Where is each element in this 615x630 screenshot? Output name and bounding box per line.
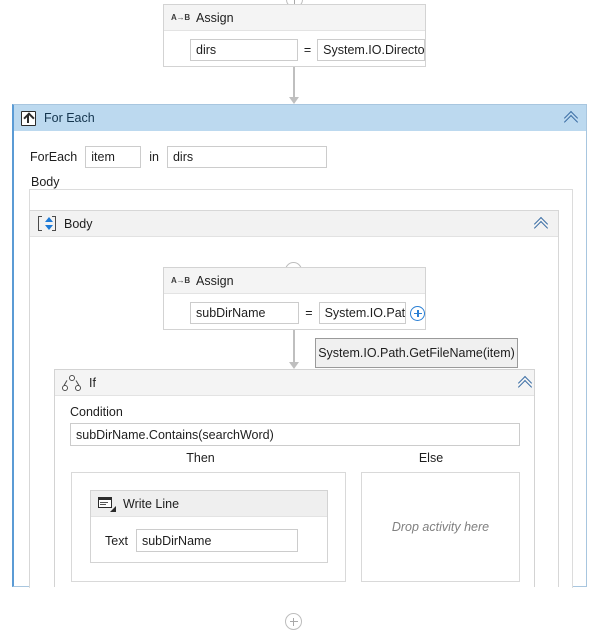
if-collapse-icon[interactable]: [517, 375, 534, 394]
foreach-prefix-label: ForEach: [30, 150, 78, 164]
sequence-icon: [38, 216, 56, 231]
sequence-collapse-icon[interactable]: [533, 216, 550, 235]
expression-editor-button[interactable]: [410, 305, 425, 321]
foreach-icon: [21, 110, 36, 126]
write-line-text-label: Text: [105, 533, 128, 548]
connector-assign-to-foreach: [289, 67, 299, 104]
write-line-text-input[interactable]: subDirName: [135, 529, 298, 552]
assign-inner-header: A→B Assign: [164, 268, 425, 294]
if-activity[interactable]: If Condition subDirName.Contains(searchW…: [54, 369, 535, 587]
expression-tooltip-text: System.IO.Path.GetFileName(item): [318, 346, 515, 360]
write-line-activity[interactable]: Write Line Text subDirName: [90, 490, 328, 563]
assign-inner-value-field[interactable]: System.IO.Path: [318, 302, 406, 324]
sequence-title: Body: [64, 216, 93, 231]
write-line-icon: [98, 496, 116, 512]
connector-assign-to-if: [289, 330, 299, 369]
assign-outer-title: Assign: [196, 10, 234, 25]
assign-outer-equals: =: [303, 43, 312, 57]
write-line-title: Write Line: [123, 496, 180, 511]
then-label: Then: [186, 451, 215, 465]
then-branch-panel[interactable]: Write Line Text subDirName: [71, 472, 346, 582]
branch-labels-row: Then Else: [55, 451, 534, 465]
else-branch-panel[interactable]: Drop activity here: [361, 472, 520, 582]
assign-inner-title: Assign: [196, 273, 234, 288]
assign-activity-outer[interactable]: A→B Assign dirs = System.IO.Director: [163, 4, 426, 67]
assign-activity-inner[interactable]: A→B Assign subDirName = System.IO.Path: [163, 267, 426, 330]
assign-outer-header: A→B Assign: [164, 5, 425, 31]
assign-outer-to-field[interactable]: dirs: [190, 39, 298, 61]
assign-outer-value-field[interactable]: System.IO.Director: [317, 39, 425, 61]
assign-inner-equals: =: [305, 306, 313, 320]
expression-tooltip: System.IO.Path.GetFileName(item): [315, 338, 518, 368]
condition-label: Condition: [70, 405, 123, 419]
if-decision-icon: [62, 374, 81, 391]
foreach-body-label: Body: [31, 175, 60, 189]
write-line-header: Write Line: [91, 491, 327, 517]
assign-icon: A→B: [171, 276, 190, 285]
foreach-in-label: in: [149, 150, 159, 164]
assign-icon: A→B: [171, 13, 190, 22]
assign-inner-value-text: System.IO.Path: [324, 306, 406, 320]
if-header: If: [55, 370, 534, 396]
foreach-collection-field[interactable]: dirs: [166, 146, 327, 168]
foreach-header: For Each: [14, 105, 586, 131]
if-title: If: [89, 375, 96, 390]
assign-inner-to-field[interactable]: subDirName: [190, 302, 300, 324]
else-drop-placeholder: Drop activity here: [391, 520, 490, 534]
add-activity-bottom-connector[interactable]: [285, 613, 302, 630]
foreach-title: For Each: [44, 111, 95, 125]
sequence-header: Body: [30, 211, 558, 237]
condition-input[interactable]: subDirName.Contains(searchWord): [70, 423, 520, 446]
foreach-item-field[interactable]: item: [85, 146, 142, 168]
else-label: Else: [418, 451, 444, 465]
foreach-collapse-icon[interactable]: [563, 110, 580, 130]
